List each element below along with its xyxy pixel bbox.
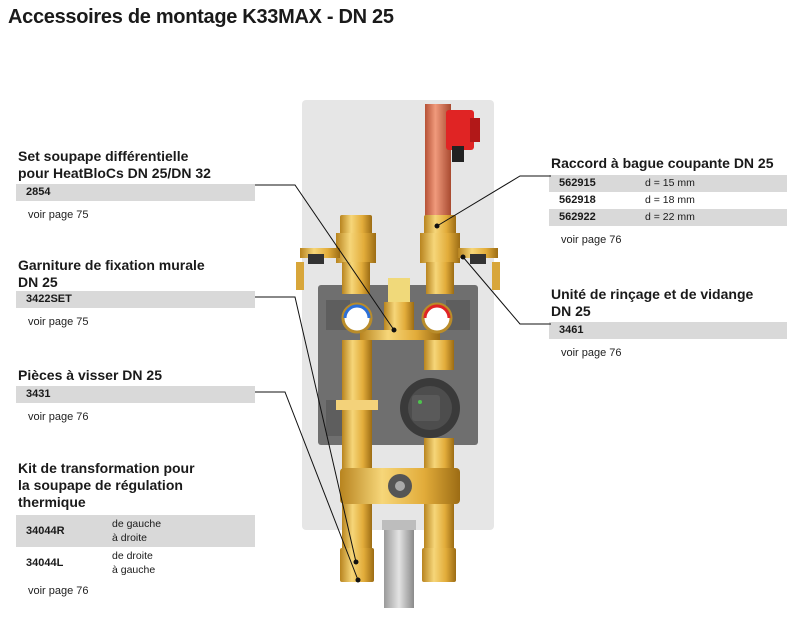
page-reference: voir page 75 [28,316,89,328]
leader-lines [255,175,551,581]
page-reference: voir page 76 [561,347,622,359]
item-raccord-bague: Raccord à bague coupante DN 25 562915 d … [549,155,787,246]
item-unite-rincage: Unité de rinçage et de vidange DN 25 346… [549,286,787,359]
table-row: 562918 d = 18 mm [559,194,695,206]
differential-valve [388,278,410,304]
item-kit-transformation: Kit de transformation pour la soupape de… [16,460,255,597]
item-code: 3431 [16,386,255,403]
item-soupape-differentielle: Set soupape différentielle pour HeatBloC… [16,148,255,221]
item-title: Garniture de fixation murale DN 25 [18,257,205,290]
item-title: Unité de rinçage et de vidange DN 25 [551,286,754,319]
page-title: Accessoires de montage K33MAX - DN 25 [8,6,394,28]
item-code: 3422SET [16,291,255,308]
item-garniture-fixation: Garniture de fixation murale DN 25 3422S… [16,257,255,328]
table-row: 562915 d = 15 mm [549,175,787,192]
item-title: Pièces à visser DN 25 [18,367,162,383]
page-reference: voir page 76 [28,585,89,597]
page-reference: voir page 75 [28,209,89,221]
item-code: 3461 [549,322,787,339]
page-reference: voir page 76 [28,411,89,423]
page-reference: voir page 76 [561,234,622,246]
right-fitting [424,215,456,235]
item-code: 2854 [16,184,255,201]
left-fitting [340,215,372,235]
item-title: Kit de transformation pour la soupape de… [18,460,195,510]
thermometer-red [421,302,453,334]
item-pieces-a-visser: Pièces à visser DN 25 3431 voir page 76 [16,367,255,423]
table-row: 34044R de gauche à droite [16,515,255,547]
red-actuator [446,110,474,150]
table-row: 34044L de droite à gauche [26,550,156,576]
right-outlet [422,548,456,582]
wall-bracket [384,528,414,608]
table-row: 562922 d = 22 mm [549,209,787,226]
item-title: Set soupape différentielle pour HeatBloC… [18,148,211,181]
thermometer-blue [341,302,373,334]
item-title: Raccord à bague coupante DN 25 [551,155,774,171]
